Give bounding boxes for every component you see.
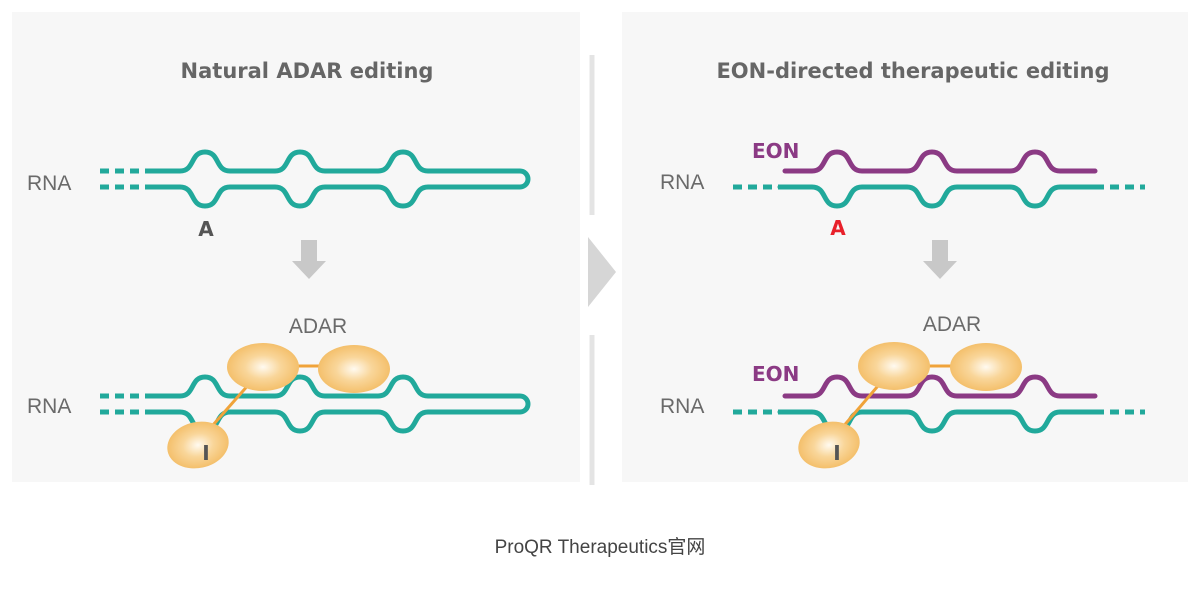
- rna-label-left-top: RNA: [27, 172, 71, 195]
- rna-strand-dashed-left-bottom: [100, 393, 150, 415]
- rna-hairpin-left-top: [147, 149, 531, 209]
- rna-label-right-top: RNA: [660, 171, 704, 194]
- down-arrow-icon: [923, 240, 957, 279]
- rna-label-right-bottom: RNA: [660, 395, 704, 418]
- adar-domain-right-1: [858, 342, 930, 390]
- eon-strand-right-top: [782, 149, 1098, 174]
- adar-domain-right-2: [950, 343, 1022, 391]
- adar-domain-left-2: [318, 345, 390, 393]
- rna-strand-right-top: [777, 184, 1098, 209]
- rna-hairpin-left-bottom: [147, 374, 531, 434]
- image-source-caption: ProQR Therapeutics官网: [494, 537, 706, 558]
- base-label-left-after: I: [202, 441, 209, 465]
- right-panel-background: [622, 12, 1188, 482]
- adar-label-left: ADAR: [289, 315, 347, 338]
- down-arrow-icon: [292, 240, 326, 279]
- base-label-right-after: I: [833, 441, 840, 465]
- base-label-left-before: A: [198, 217, 214, 241]
- rna-label-left-bottom: RNA: [27, 395, 71, 418]
- eon-label-right-top: EON: [752, 139, 799, 163]
- eon-strand-right-bottom: [782, 374, 1098, 399]
- base-label-right-before: A: [830, 216, 846, 240]
- chevron-right-icon: [588, 237, 616, 307]
- adar-domain-left-3: [167, 421, 229, 469]
- eon-label-right-bottom: EON: [752, 362, 799, 386]
- left-panel-title: Natural ADAR editing: [181, 59, 434, 83]
- rna-strand-dashed-left-top: [100, 168, 150, 190]
- adar-domain-left-1: [227, 343, 299, 391]
- adar-domain-right-3: [798, 421, 860, 469]
- right-panel-title: EON-directed therapeutic editing: [716, 59, 1109, 83]
- left-panel-background: [12, 12, 580, 482]
- adar-label-right: ADAR: [923, 313, 981, 336]
